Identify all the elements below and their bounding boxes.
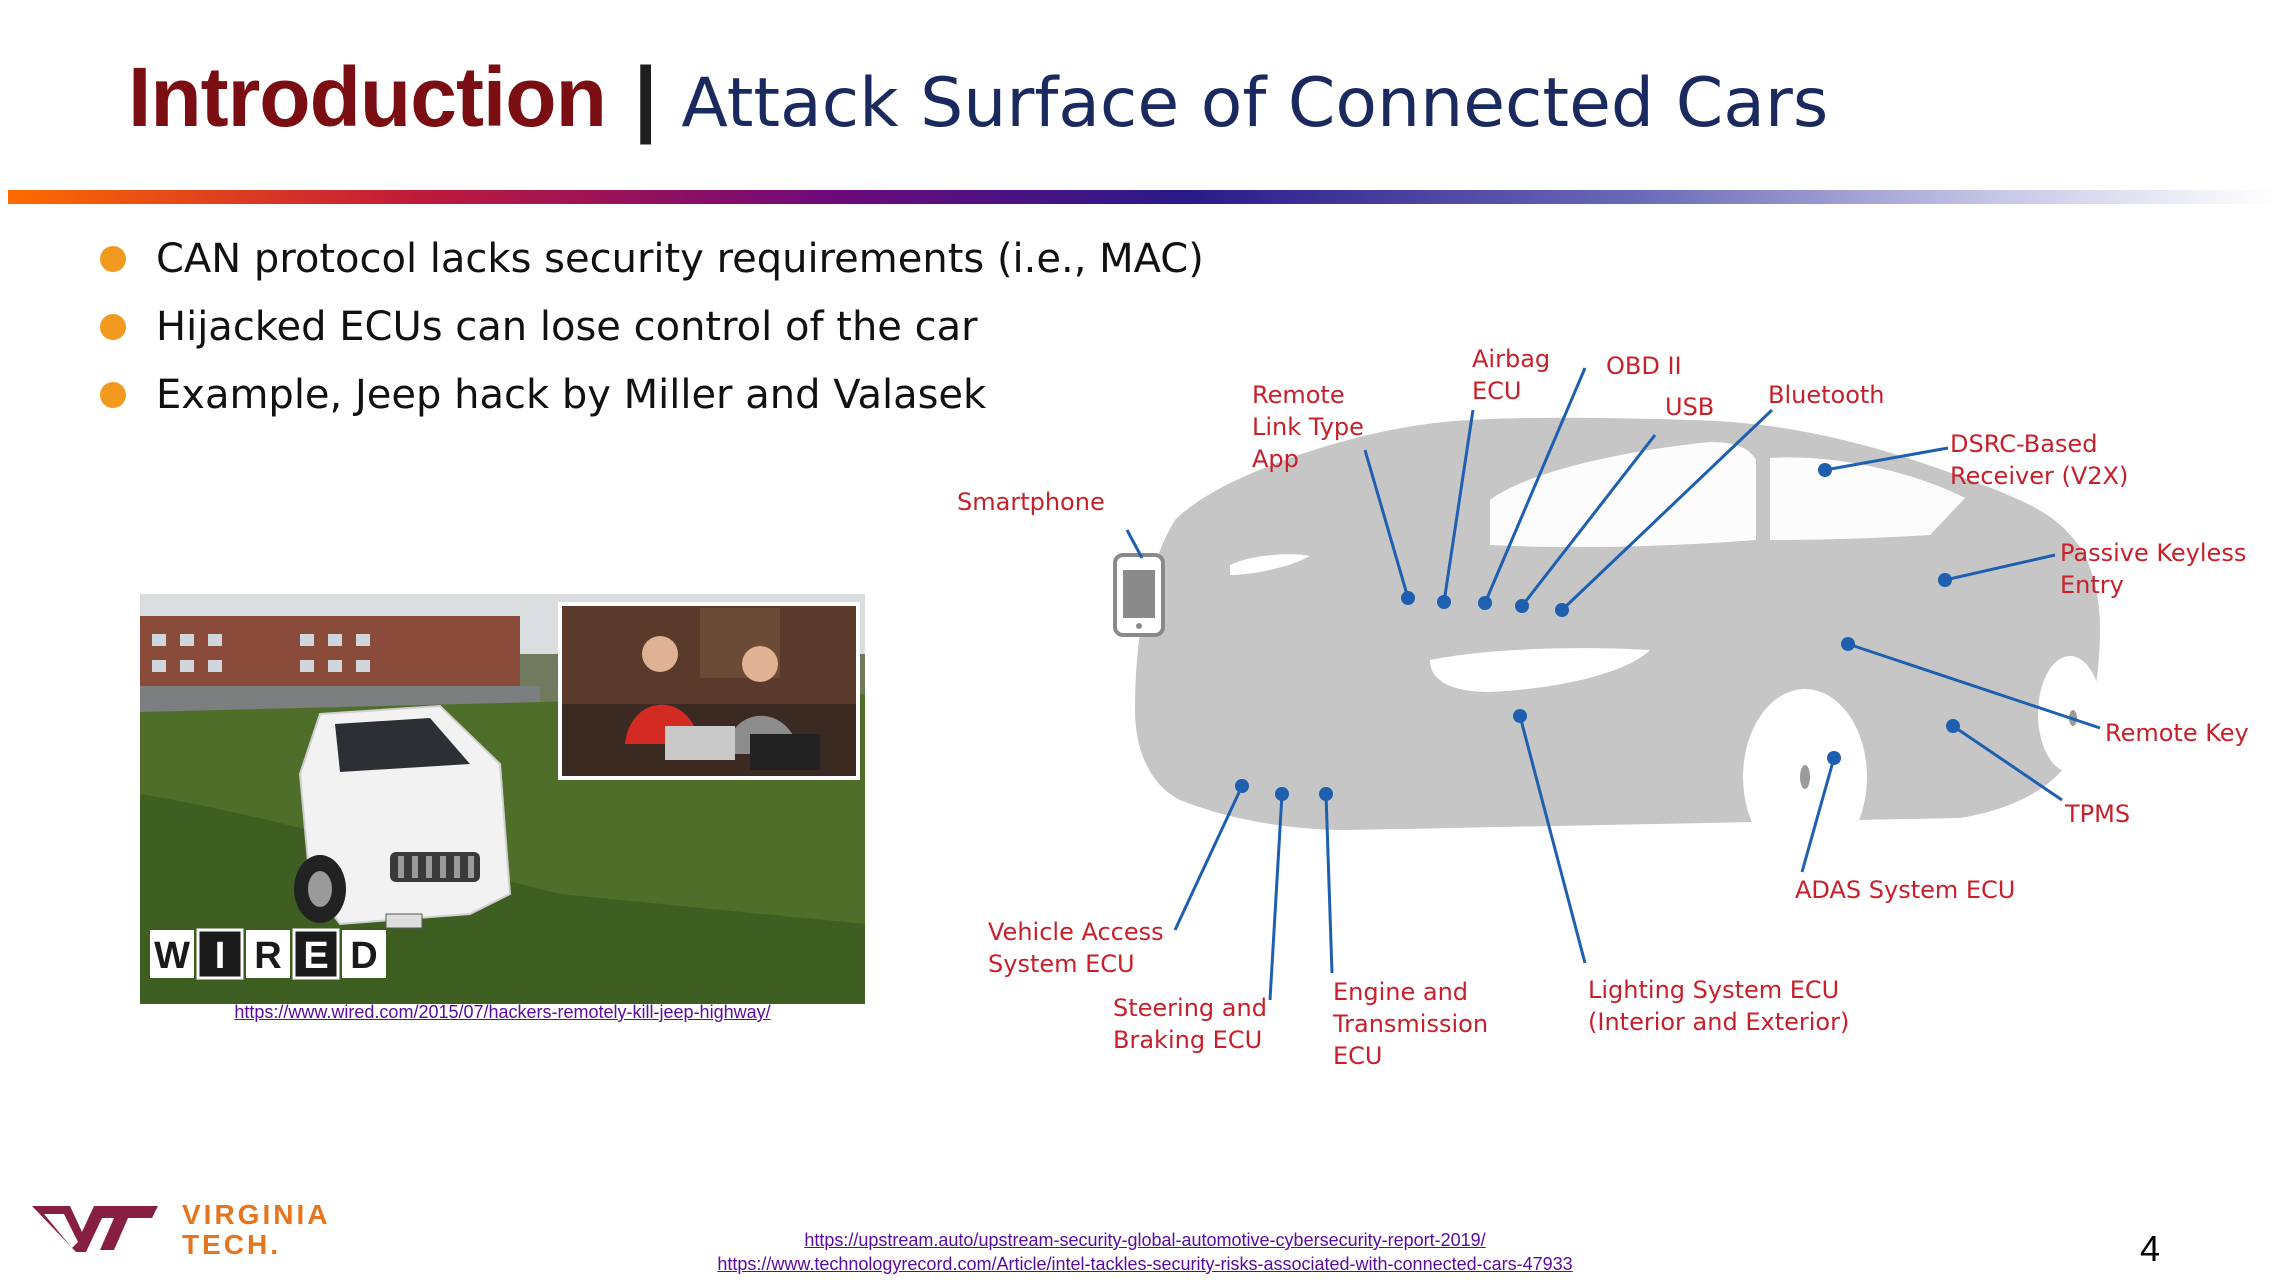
svg-text:(Interior and Exterior): (Interior and Exterior) xyxy=(1588,1008,1849,1036)
bullet-dot-icon xyxy=(100,382,126,408)
vt-logo-line2: TECH. xyxy=(182,1229,281,1258)
bullet-item: Hijacked ECUs can lose control of the ca… xyxy=(100,293,1204,361)
svg-text:ECU: ECU xyxy=(1472,377,1522,405)
bullet-dot-icon xyxy=(100,246,126,272)
label-smartphone: Smartphone xyxy=(957,488,1105,516)
label-adas: ADAS System ECU xyxy=(1795,876,2015,904)
title-main: Introduction xyxy=(128,50,607,144)
title-subtitle: Attack Surface of Connected Cars xyxy=(681,64,1829,143)
svg-text:Link Type: Link Type xyxy=(1252,413,1364,441)
label-bluetooth: Bluetooth xyxy=(1768,381,1885,409)
label-airbag: Airbag xyxy=(1472,345,1550,373)
reference-link-upstream[interactable]: https://upstream.auto/upstream-security-… xyxy=(804,1230,1486,1250)
title-gradient-rule xyxy=(8,190,2275,204)
wired-letter: W xyxy=(154,935,190,977)
label-tpms: TPMS xyxy=(2064,800,2130,828)
attack-surface-diagram: Smartphone Remote Link Type App Airbag E… xyxy=(957,345,2249,1070)
svg-text:Transmission: Transmission xyxy=(1332,1010,1488,1038)
bullet-item: Example, Jeep hack by Miller and Valasek xyxy=(100,361,1204,429)
bullet-item: CAN protocol lacks security requirements… xyxy=(100,225,1204,293)
label-engine: Engine and xyxy=(1333,978,1468,1006)
jeep-hack-photo: W I R E D xyxy=(140,594,865,1004)
bullet-list: CAN protocol lacks security requirements… xyxy=(100,225,1204,429)
bullet-text: Hijacked ECUs can lose control of the ca… xyxy=(156,304,978,350)
slide-title: Introduction|Attack Surface of Connected… xyxy=(128,55,1828,139)
reference-links: https://upstream.auto/upstream-security-… xyxy=(560,1228,1730,1276)
reference-link-technologyrecord[interactable]: https://www.technologyrecord.com/Article… xyxy=(717,1254,1573,1274)
label-lighting: Lighting System ECU xyxy=(1588,976,1839,1004)
diagram-labels: Smartphone Remote Link Type App Airbag E… xyxy=(957,345,2249,1070)
svg-text:Receiver (V2X): Receiver (V2X) xyxy=(1950,462,2128,490)
svg-text:App: App xyxy=(1252,445,1299,473)
svg-text:ECU: ECU xyxy=(1333,1042,1383,1070)
wired-letter: I xyxy=(215,935,226,977)
svg-text:Braking ECU: Braking ECU xyxy=(1113,1026,1262,1054)
title-separator: | xyxy=(633,50,658,144)
virginia-tech-logo: VIRGINIA TECH. xyxy=(32,1199,330,1258)
page-number: 4 xyxy=(2140,1228,2161,1269)
leader-dots xyxy=(1235,463,1960,801)
svg-text:System ECU: System ECU xyxy=(988,950,1135,978)
bullet-dot-icon xyxy=(100,314,126,340)
label-dsrc: DSRC-Based xyxy=(1950,430,2097,458)
wired-article-link[interactable]: https://www.wired.com/2015/07/hackers-re… xyxy=(234,1002,771,1022)
vt-monogram-icon xyxy=(32,1206,158,1252)
smartphone-icon xyxy=(1113,553,1165,637)
bullet-text: Example, Jeep hack by Miller and Valasek xyxy=(156,372,987,418)
label-remote-link: Remote xyxy=(1252,381,1345,409)
label-obd: OBD II xyxy=(1606,352,1682,380)
svg-text:Entry: Entry xyxy=(2060,571,2124,599)
wired-watermark xyxy=(150,928,386,980)
vt-logo-line1: VIRGINIA xyxy=(182,1199,330,1230)
wired-letter: D xyxy=(350,935,377,977)
label-usb: USB xyxy=(1665,393,1714,421)
bullet-text: CAN protocol lacks security requirements… xyxy=(156,236,1204,282)
wired-letter: R xyxy=(254,935,281,977)
label-steering: Steering and xyxy=(1113,994,1267,1022)
leader-lines xyxy=(1125,367,2101,1001)
label-keyless: Passive Keyless xyxy=(2060,539,2246,567)
wired-letter: E xyxy=(303,935,328,977)
label-vehicle-access: Vehicle Access xyxy=(988,918,1164,946)
label-remote-key: Remote Key xyxy=(2105,719,2249,747)
